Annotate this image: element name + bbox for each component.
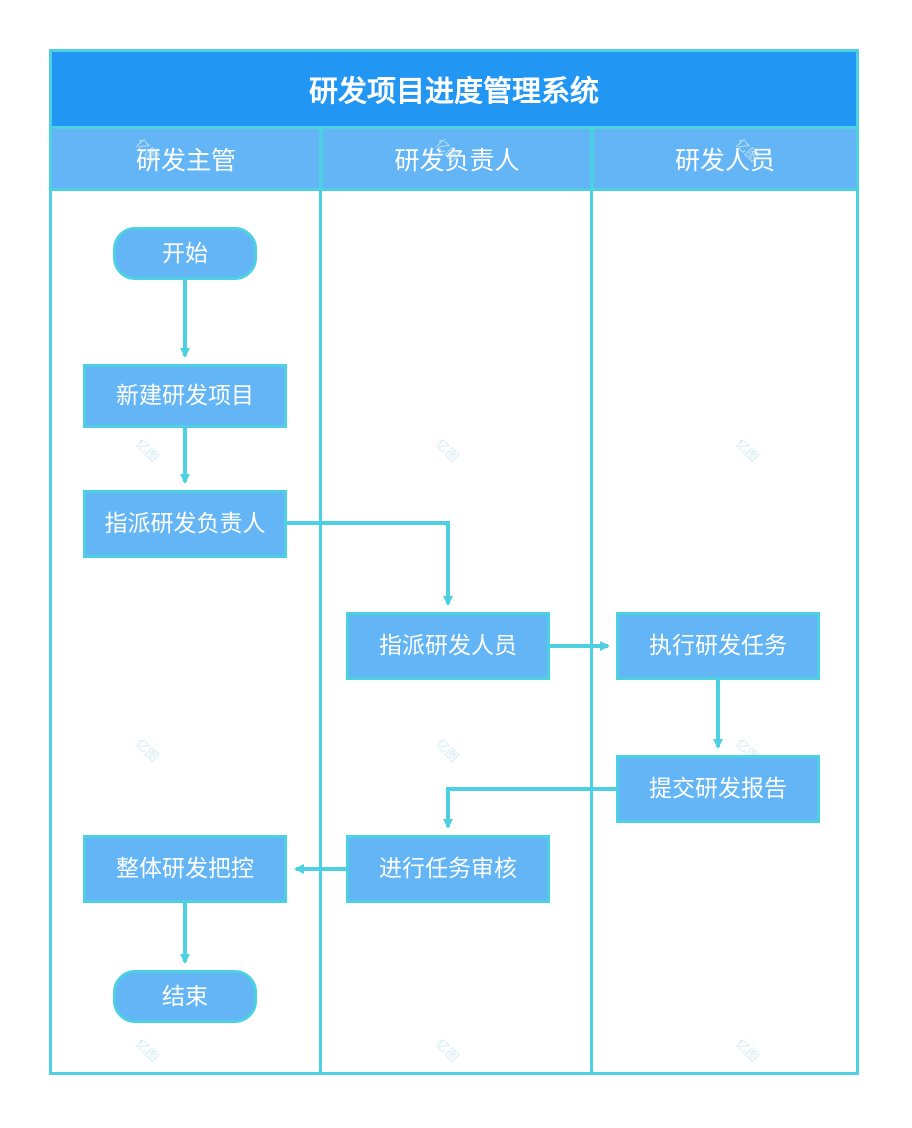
node-review-task[interactable]: 进行任务审核	[346, 835, 550, 903]
node-start[interactable]: 开始	[113, 227, 257, 280]
arrow-submit-to-review	[443, 787, 617, 829]
node-overall-control[interactable]: 整体研发把控	[83, 835, 287, 903]
lane-header-staff: 研发人员	[591, 129, 859, 191]
node-assign-lead[interactable]: 指派研发负责人	[83, 490, 287, 558]
node-execute-task[interactable]: 执行研发任务	[616, 612, 820, 680]
node-create-project[interactable]: 新建研发项目	[83, 364, 287, 428]
lane-header-lead: 研发负责人	[320, 129, 594, 191]
lane-header-supervisor: 研发主管	[49, 129, 323, 191]
lane-divider-1	[319, 129, 322, 1075]
lane-divider-2	[590, 129, 593, 1075]
arrow-assign-lead-to-assign-staff	[287, 521, 453, 606]
node-submit-report[interactable]: 提交研发报告	[616, 755, 820, 823]
node-end[interactable]: 结束	[113, 970, 257, 1023]
diagram-title: 研发项目进度管理系统	[49, 49, 859, 129]
node-assign-staff[interactable]: 指派研发人员	[346, 612, 550, 680]
